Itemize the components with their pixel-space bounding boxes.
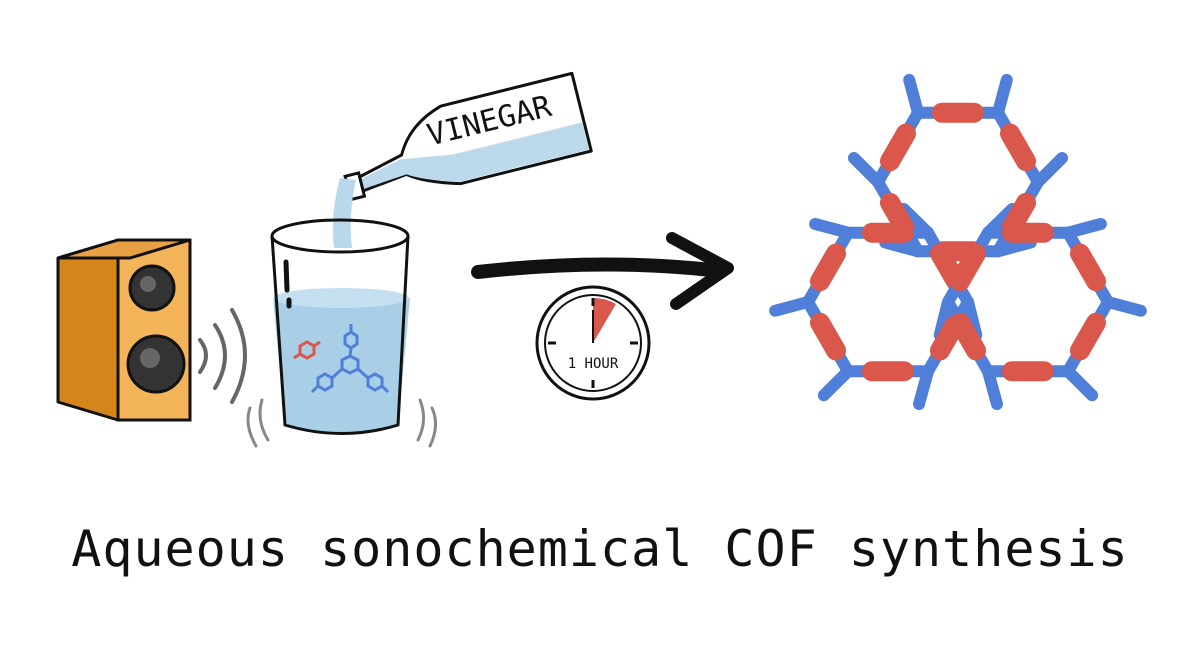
caption: Aqueous sonochemical COF synthesis [71,520,1129,578]
cof-network-icon [769,73,1147,411]
cof-red-linker [880,123,916,172]
cof-red-linker [1000,123,1036,172]
cof-red-linker [810,312,846,361]
sound-waves-icon [198,308,247,404]
timer-label: 1 HOUR [568,356,619,372]
pour-stream [332,178,356,248]
cof-red-linker [950,312,986,361]
cof-red-linker [1070,312,1106,361]
cof-red-linker [810,243,846,292]
vinegar-bottle-icon: VINEGAR [343,71,593,202]
cof-red-linker [950,243,986,292]
beaker-icon [246,218,437,448]
timer-icon: 1 HOUR [535,285,651,401]
speaker-icon [56,238,192,422]
arrow-icon [471,232,734,310]
cof-red-linker [1070,243,1106,292]
